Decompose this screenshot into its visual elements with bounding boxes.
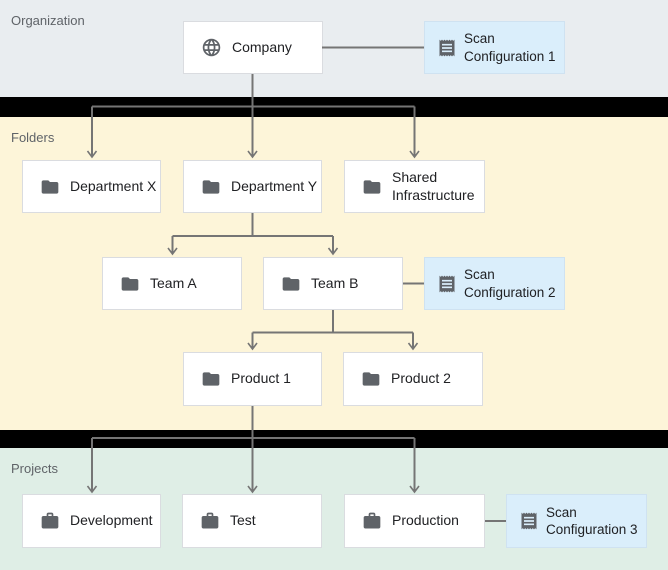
- node-department-y: Department Y: [183, 160, 322, 213]
- node-label: Development: [70, 512, 153, 529]
- node-label: Test: [230, 512, 256, 529]
- node-team-a: Team A: [102, 257, 242, 310]
- folder-icon: [201, 369, 221, 389]
- folder-icon: [362, 177, 382, 197]
- node-scan-configuration-1: Scan Configuration 1: [424, 21, 565, 74]
- node-test: Test: [182, 494, 322, 548]
- node-label: Scan Configuration 3: [546, 504, 638, 537]
- node-department-x: Department X: [22, 160, 161, 213]
- node-product-1: Product 1: [183, 352, 322, 406]
- scan-config-icon: [519, 511, 539, 531]
- organization-band-label: Organization: [11, 13, 85, 28]
- node-scan-configuration-2: Scan Configuration 2: [424, 257, 565, 310]
- projects-band-label: Projects: [11, 461, 58, 476]
- node-shared-infrastructure: Shared Infrastructure: [344, 160, 485, 213]
- folder-icon: [201, 177, 221, 197]
- node-production: Production: [344, 494, 485, 548]
- node-label: Department Y: [231, 177, 318, 194]
- scan-config-icon: [437, 38, 457, 58]
- folder-icon: [281, 274, 301, 294]
- globe-icon: [201, 37, 222, 58]
- node-label: Company: [232, 38, 292, 55]
- node-label: Shared Infrastructure: [392, 168, 475, 203]
- scan-config-icon: [437, 274, 457, 294]
- briefcase-icon: [40, 511, 60, 531]
- separator-bar-top: [0, 97, 668, 117]
- folder-icon: [361, 369, 381, 389]
- briefcase-icon: [200, 511, 220, 531]
- node-scan-configuration-3: Scan Configuration 3: [506, 494, 647, 548]
- briefcase-icon: [362, 511, 382, 531]
- node-company: Company: [183, 21, 323, 74]
- node-development: Development: [22, 494, 161, 548]
- node-label: Team A: [150, 274, 197, 291]
- node-label: Production: [392, 512, 459, 529]
- separator-bar-bottom: [0, 430, 668, 448]
- folder-icon: [40, 177, 60, 197]
- node-team-b: Team B: [263, 257, 403, 310]
- node-label: Scan Configuration 1: [464, 31, 556, 64]
- node-label: Product 2: [391, 370, 451, 387]
- organization-band: Organization: [0, 0, 668, 97]
- node-label: Scan Configuration 2: [464, 267, 556, 300]
- folder-icon: [120, 274, 140, 294]
- folders-band-label: Folders: [11, 130, 55, 145]
- node-label: Department X: [70, 177, 157, 194]
- node-label: Team B: [311, 274, 359, 291]
- node-label: Product 1: [231, 370, 291, 387]
- node-product-2: Product 2: [343, 352, 483, 406]
